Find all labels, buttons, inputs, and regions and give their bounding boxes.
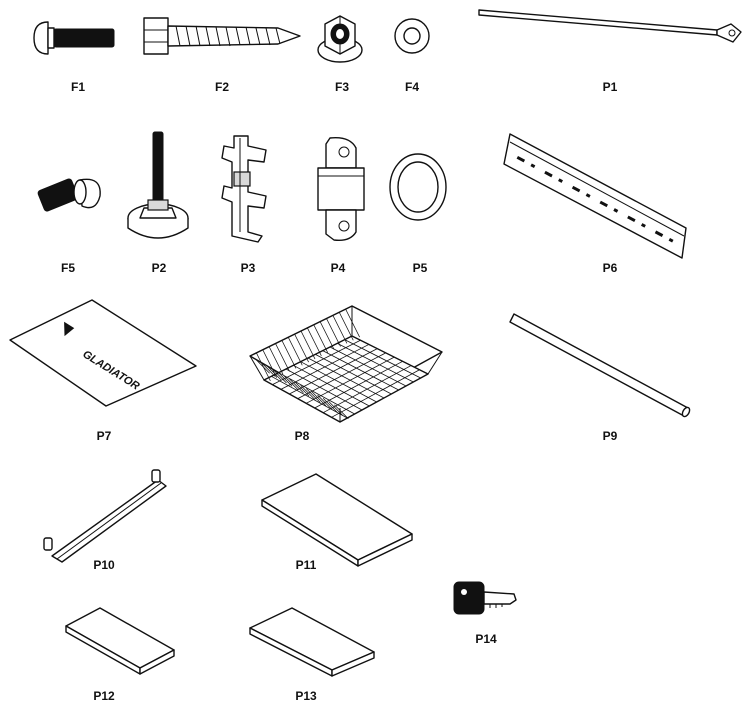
short-bolt-icon <box>36 170 106 220</box>
part-label-p14: P14 <box>475 632 497 646</box>
part-label-p3: P3 <box>240 261 256 275</box>
part-label-f3: F3 <box>334 80 349 94</box>
medium-shelf-panel-icon <box>246 604 378 678</box>
part-label-p5: P5 <box>412 261 428 275</box>
part-label-p1: P1 <box>602 80 618 94</box>
logo-plate-icon: GLADIATOR <box>8 296 198 408</box>
part-label-f5: F5 <box>60 261 75 275</box>
part-label-p4: P4 <box>330 261 346 275</box>
part-label-f2: F2 <box>214 80 229 94</box>
rod-icon <box>506 308 692 418</box>
part-label-f4: F4 <box>404 80 419 94</box>
large-shelf-panel-icon <box>258 470 418 567</box>
wire-basket-icon <box>246 300 446 428</box>
part-label-f1: F1 <box>70 80 85 94</box>
part-label-p6: P6 <box>602 261 618 275</box>
carriage-bolt-icon <box>30 18 120 58</box>
lag-screw-icon <box>140 16 310 60</box>
part-label-p8: P8 <box>294 429 310 443</box>
part-label-p13: P13 <box>295 689 317 703</box>
strap-icon <box>475 2 750 46</box>
flange-nut-icon <box>315 12 365 66</box>
key-icon <box>450 578 520 618</box>
shelf-bar-icon <box>38 466 174 568</box>
slotted-rail-icon <box>496 130 692 264</box>
leveling-foot-icon <box>124 128 194 246</box>
hinge-bracket-icon <box>310 134 372 246</box>
small-shelf-panel-icon <box>62 604 178 676</box>
part-label-p2: P2 <box>151 261 167 275</box>
grommet-ring-icon <box>386 150 452 224</box>
washer-icon <box>392 16 432 56</box>
part-label-p11: P11 <box>295 558 317 572</box>
part-label-p10: P10 <box>93 558 115 572</box>
shelf-clip-icon <box>218 132 274 244</box>
part-label-p12: P12 <box>93 689 115 703</box>
part-label-p9: P9 <box>602 429 618 443</box>
part-label-p7: P7 <box>96 429 112 443</box>
